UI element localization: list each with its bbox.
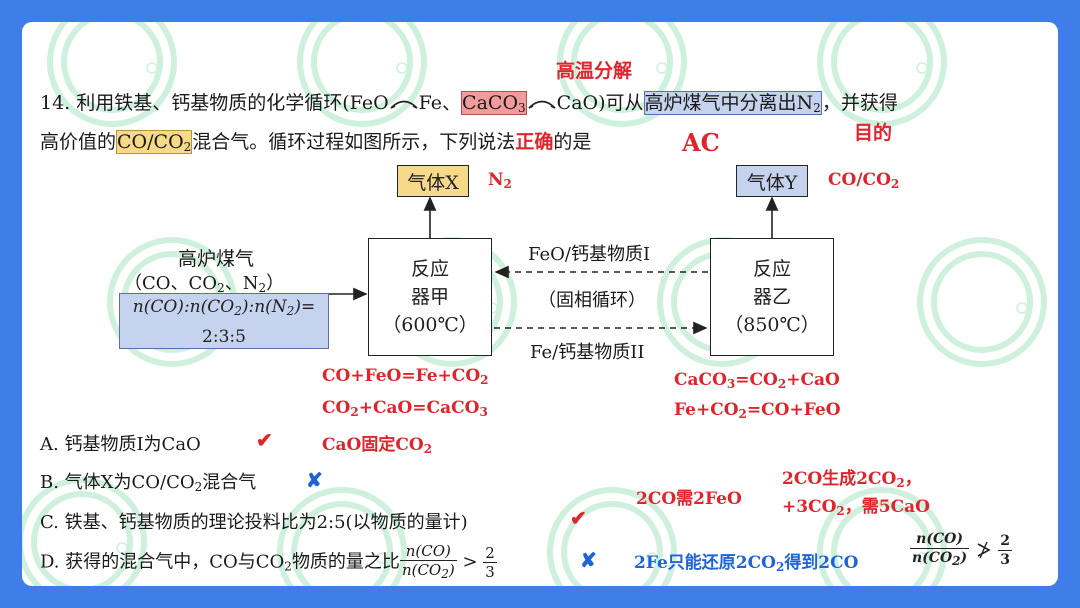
annotation-mudi: 目的 xyxy=(854,122,893,144)
check-icon: ✔ xyxy=(256,428,273,452)
question-text: 混合气。循环过程如图所示，下列说法 xyxy=(192,131,516,153)
cross-icon: ✘ xyxy=(306,468,323,492)
correct-word: 正确 xyxy=(515,131,554,153)
note-fe-need: 2CO需2FeO xyxy=(636,489,742,509)
option-a: A. 钙基物质I为CaO xyxy=(40,434,201,455)
n2-label: N2 xyxy=(488,170,512,191)
question-line-1: 14. 利用铁基、钙基物质的化学循环(FeO Fe、CaCO3 CaO)可从高炉煤气… xyxy=(40,88,898,115)
reactor-b-temp: （850℃） xyxy=(724,314,820,336)
note-d: 2Fe只能还原2CO2得到2CO xyxy=(634,553,859,574)
reactor-a-temp: （600℃） xyxy=(382,314,478,336)
not-greater-icon xyxy=(977,541,991,559)
slide: 高温分解 14. 利用铁基、钙基物质的化学循环(FeO Fe、CaCO3 CaO)可… xyxy=(22,22,1058,586)
co-mix-highlight: CO/CO2 xyxy=(116,130,193,154)
question-text: 的是 xyxy=(553,131,592,153)
question-text: ，并获得 xyxy=(821,92,898,114)
equation-left-3: CaO固定CO2 xyxy=(322,435,433,456)
cycle-arc-icon xyxy=(528,100,556,109)
gas-y-box: 气体Y xyxy=(736,165,808,197)
n2-separation-highlight: 高炉煤气中分离出N2 xyxy=(643,91,822,115)
equation-left-1: CO+FeO=Fe+CO2 xyxy=(322,366,489,387)
equation-right-1: CaCO3=CO2+CaO xyxy=(674,370,840,391)
middle-label: （固相循环） xyxy=(538,290,646,311)
question-text: Fe、 xyxy=(418,92,462,114)
gas-x-box: 气体X xyxy=(397,165,469,197)
reactor-a-line: 反应 xyxy=(410,258,449,280)
co-label: CO/CO2 xyxy=(828,170,900,191)
reactor-b-line: 反应 xyxy=(752,258,791,280)
option-b: B. 气体X为CO/CO2混合气 xyxy=(40,472,257,494)
equation-right-2: Fe+CO2=CO+FeO xyxy=(674,400,841,421)
reactor-a-line: 器甲 xyxy=(410,286,449,308)
question-line-2: 高价值的CO/CO2混合气。循环过程如图所示，下列说法正确的是 xyxy=(40,127,591,154)
note-co-gen-2: +3CO2，需5CaO xyxy=(782,497,930,518)
check-icon: ✔ xyxy=(570,506,587,530)
answer-label: AC xyxy=(682,128,720,157)
feed-ratio-line-1: n(CO):n(CO2):n(N2)= xyxy=(132,297,316,318)
note-d-frac: n(CO)n(CO2) xyxy=(910,531,970,568)
equation-left-2: CO2+CaO=CaCO3 xyxy=(322,398,488,419)
feed-ratio-line-2: 2:3:5 xyxy=(202,327,246,347)
lower-arrow-label: Fe/钙基物质II xyxy=(530,342,645,363)
caco3-highlight: CaCO3 xyxy=(461,91,527,115)
question-text: 利用铁基、钙基物质的化学循环(FeO xyxy=(76,92,389,114)
reactor-b: 反应 器乙 （850℃） xyxy=(710,238,834,356)
cycle-arc-icon xyxy=(390,100,418,109)
annotation-gaowen: 高温分解 xyxy=(556,60,633,82)
reactor-a: 反应 器甲 （600℃） xyxy=(368,238,492,356)
note-co-gen-1: 2CO生成2CO2， xyxy=(782,469,922,490)
upper-arrow-label: FeO/钙基物质I xyxy=(528,244,651,265)
option-d-ratio: n(CO)n(CO2) xyxy=(399,542,457,581)
diagram-arrows xyxy=(328,196,779,335)
feed-composition: （CO、CO2、N2） xyxy=(124,273,285,295)
question-text: 高价值的 xyxy=(40,131,117,153)
reactor-b-line: 器乙 xyxy=(752,286,791,308)
question-number: 14. xyxy=(40,92,71,114)
cross-icon: ✘ xyxy=(580,548,597,572)
feed-ratio-box: n(CO):n(CO2):n(N2)= 2:3:5 xyxy=(119,293,329,349)
feed-title: 高炉煤气 xyxy=(178,248,255,270)
option-c: C. 铁基、钙基物质的理论投料比为2:5(以物质的量计) xyxy=(40,512,468,533)
question-text: CaO)可从 xyxy=(556,92,644,114)
